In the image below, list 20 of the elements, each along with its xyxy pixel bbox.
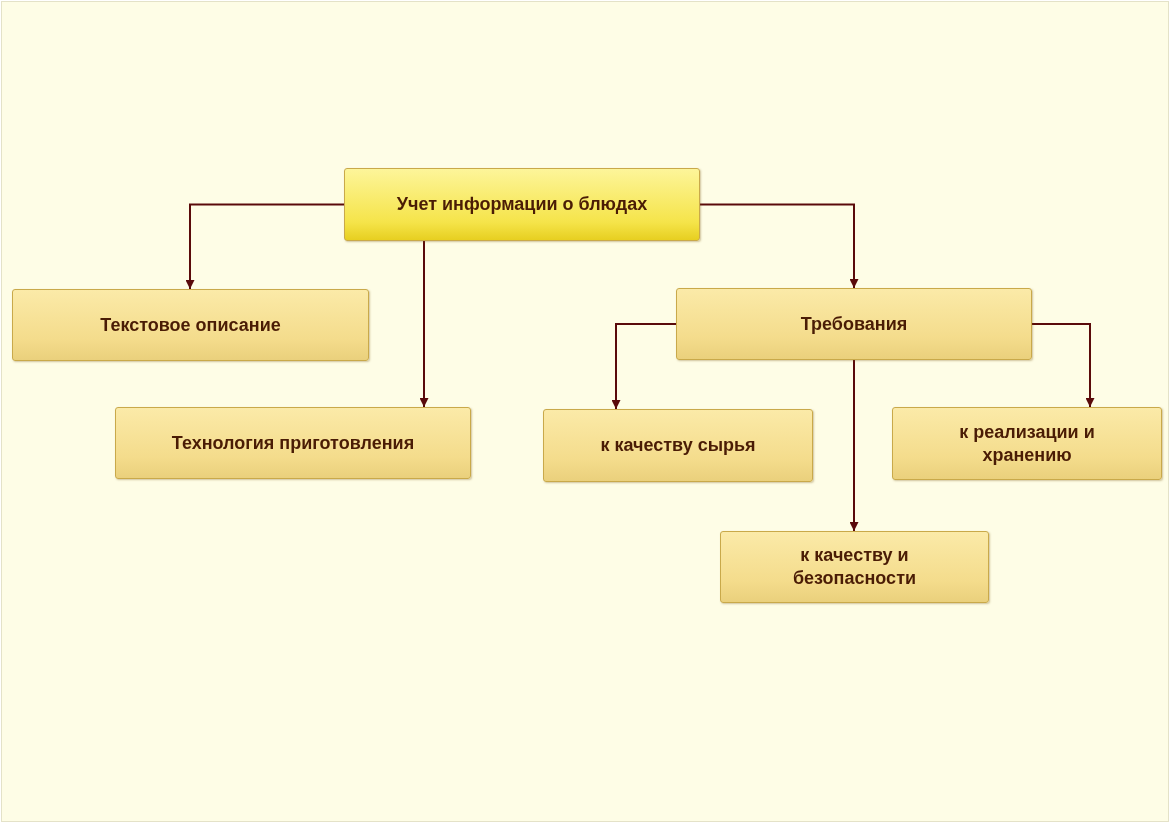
- process-box: [720, 531, 989, 603]
- arrow: [185, 203, 345, 290]
- process-box: [344, 168, 700, 241]
- arrow: [419, 240, 429, 408]
- arrow: [611, 323, 677, 410]
- process-box: [543, 409, 813, 482]
- box-label: Технология приготовления: [171, 431, 415, 455]
- box-label: Учет информации о блюдах: [396, 193, 648, 216]
- process-box: [676, 288, 1032, 360]
- arrow: [1031, 323, 1095, 408]
- process-box: [12, 289, 369, 361]
- box-label: Требования: [800, 312, 908, 336]
- box-label: к качеству сырья: [600, 434, 756, 457]
- process-box: [892, 407, 1162, 480]
- box-label: к качеству и безопасности: [791, 544, 917, 590]
- box-label: Текстовое описание: [100, 313, 281, 337]
- arrow: [849, 359, 859, 532]
- box-label: к реализации и хранению: [958, 420, 1096, 467]
- arrow: [699, 203, 859, 289]
- process-box: [115, 407, 471, 479]
